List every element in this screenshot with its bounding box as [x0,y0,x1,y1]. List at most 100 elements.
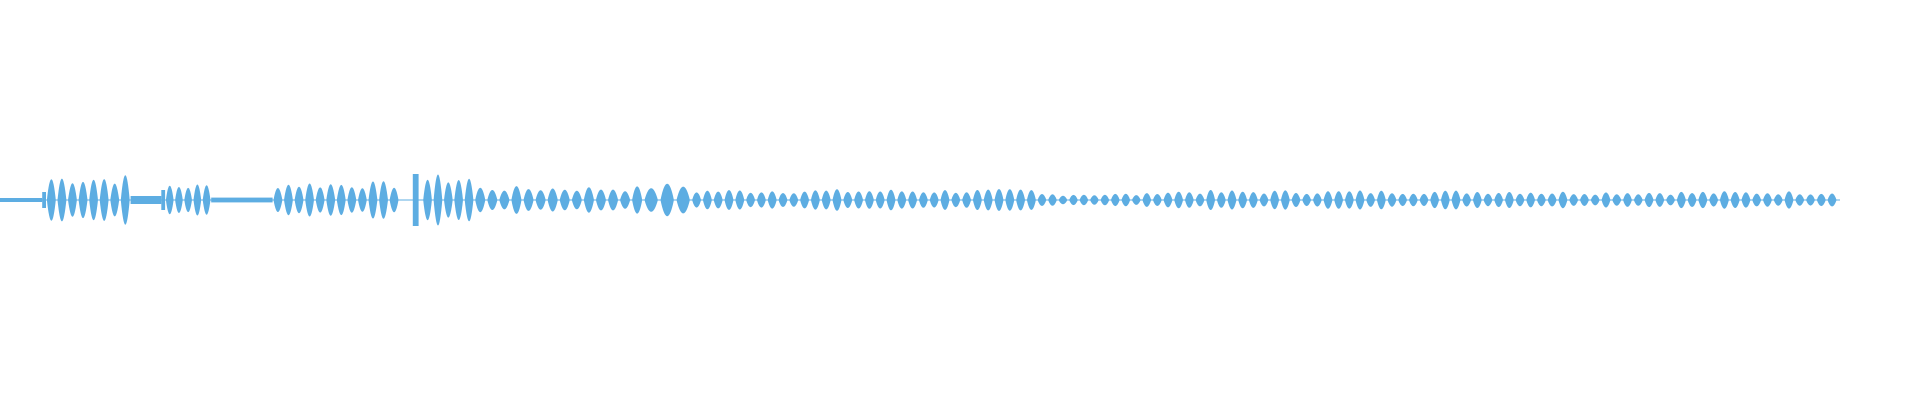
waveform-pulse [1079,194,1089,206]
waveform-pulse [1291,192,1301,208]
waveform-pulse [336,184,346,216]
waveform-pulse [571,190,582,210]
waveform-pulse [1806,194,1815,206]
waveform-pulse [379,181,388,219]
waveform-pulse [547,188,558,212]
waveform-pulse [1827,193,1837,207]
waveform-pulse [972,190,982,210]
waveform-pulse [1387,193,1397,207]
waveform-segment [0,198,43,202]
waveform-pulse [1430,191,1440,209]
waveform-pulse [660,183,674,217]
waveform-pulse [1184,192,1194,208]
waveform-pulse [1048,194,1057,206]
waveform-pulse [1408,193,1418,207]
waveform-pulse [1069,194,1078,206]
waveform-pulse [110,183,120,217]
waveform-pulse [1719,191,1729,209]
waveform-pulse [368,181,378,219]
waveform-pulse [1795,194,1805,206]
waveform-pulse [713,191,723,209]
waveform-segment [211,197,273,203]
waveform-pulse [1762,193,1772,207]
waveform-pulse [559,189,570,211]
waveform-pulse [1687,193,1697,207]
waveform-pulse [1142,193,1152,207]
waveform-pulse [608,189,619,211]
waveform-pulse [1666,194,1676,206]
waveform-pulse [897,191,907,209]
waveform-pulse [1462,193,1472,207]
waveform-pulse [1590,194,1600,206]
waveform-pulse [1163,192,1173,208]
waveform-pulse [1612,194,1622,206]
waveform-pulse [389,187,399,213]
waveform-pulse [620,191,631,209]
waveform-pulse [523,189,534,211]
waveform-pulse [951,192,961,208]
waveform-pulse [1536,193,1546,207]
waveform-pulse [1334,191,1344,209]
waveform-pulse [273,188,283,212]
waveform-pulse [1037,194,1047,206]
waveform-pulse [1398,193,1408,207]
waveform-pulse [433,174,443,226]
waveform-pulse [1515,193,1525,207]
waveform-pulse [1312,193,1322,207]
waveform-pulse [487,190,498,210]
waveform-pulse [864,191,874,209]
waveform-pulse [499,190,510,210]
waveform-pulse [832,189,842,211]
waveform-pulse [315,187,325,213]
waveform-pulse [1121,193,1131,207]
waveform-pulse [1752,193,1762,207]
waveform-pulse [702,190,712,210]
waveform-pulse [1419,193,1429,207]
waveform-pulse [1227,190,1237,210]
waveform-pulse [184,187,192,213]
waveform-pulse [464,178,474,222]
waveform-pulse [583,187,594,213]
waveform-pulse [735,190,745,210]
waveform-pulse [1472,192,1482,208]
waveform-pulse [724,190,734,210]
waveform-pulse [511,186,522,214]
waveform-pulse [1195,193,1205,207]
waveform-pulse [632,186,643,214]
waveform-segment [412,174,419,226]
waveform-pulse [918,192,928,208]
waveform-pulse [1110,193,1120,207]
waveform-pulse [821,190,831,210]
waveform-pulse [1440,190,1450,210]
waveform-pulse [89,179,98,221]
waveform-pulse [789,193,799,207]
waveform-pulse [1644,192,1654,208]
waveform-pulse [1216,192,1226,208]
waveform-pulse [1058,195,1068,205]
waveform-pulse [1323,191,1333,209]
waveform-pulse [1355,190,1365,210]
waveform-pulse [746,192,756,208]
waveform-pulse [676,186,690,214]
waveform-pulse [908,191,918,209]
waveform-pulse [1206,190,1216,210]
waveform-pulse [202,185,211,215]
waveform-pulse [1655,193,1665,207]
waveform-pulse [347,187,357,213]
waveform-segment [161,190,166,210]
waveform-pulse [1784,191,1794,209]
waveform-pulse [1376,190,1386,210]
waveform-pulse [875,191,885,209]
waveform-pulse [692,192,702,208]
waveform-pulse [475,187,486,213]
waveform-pulse [767,191,777,209]
waveform-pulse [1504,192,1514,208]
waveform-pulse [1238,191,1248,209]
waveform-pulse [454,180,463,220]
waveform-pulse [1090,195,1099,205]
waveform-pulse [1558,191,1568,209]
waveform-pulse [423,179,432,221]
waveform-pulse [1248,192,1258,208]
waveform-pulse [1579,194,1589,206]
